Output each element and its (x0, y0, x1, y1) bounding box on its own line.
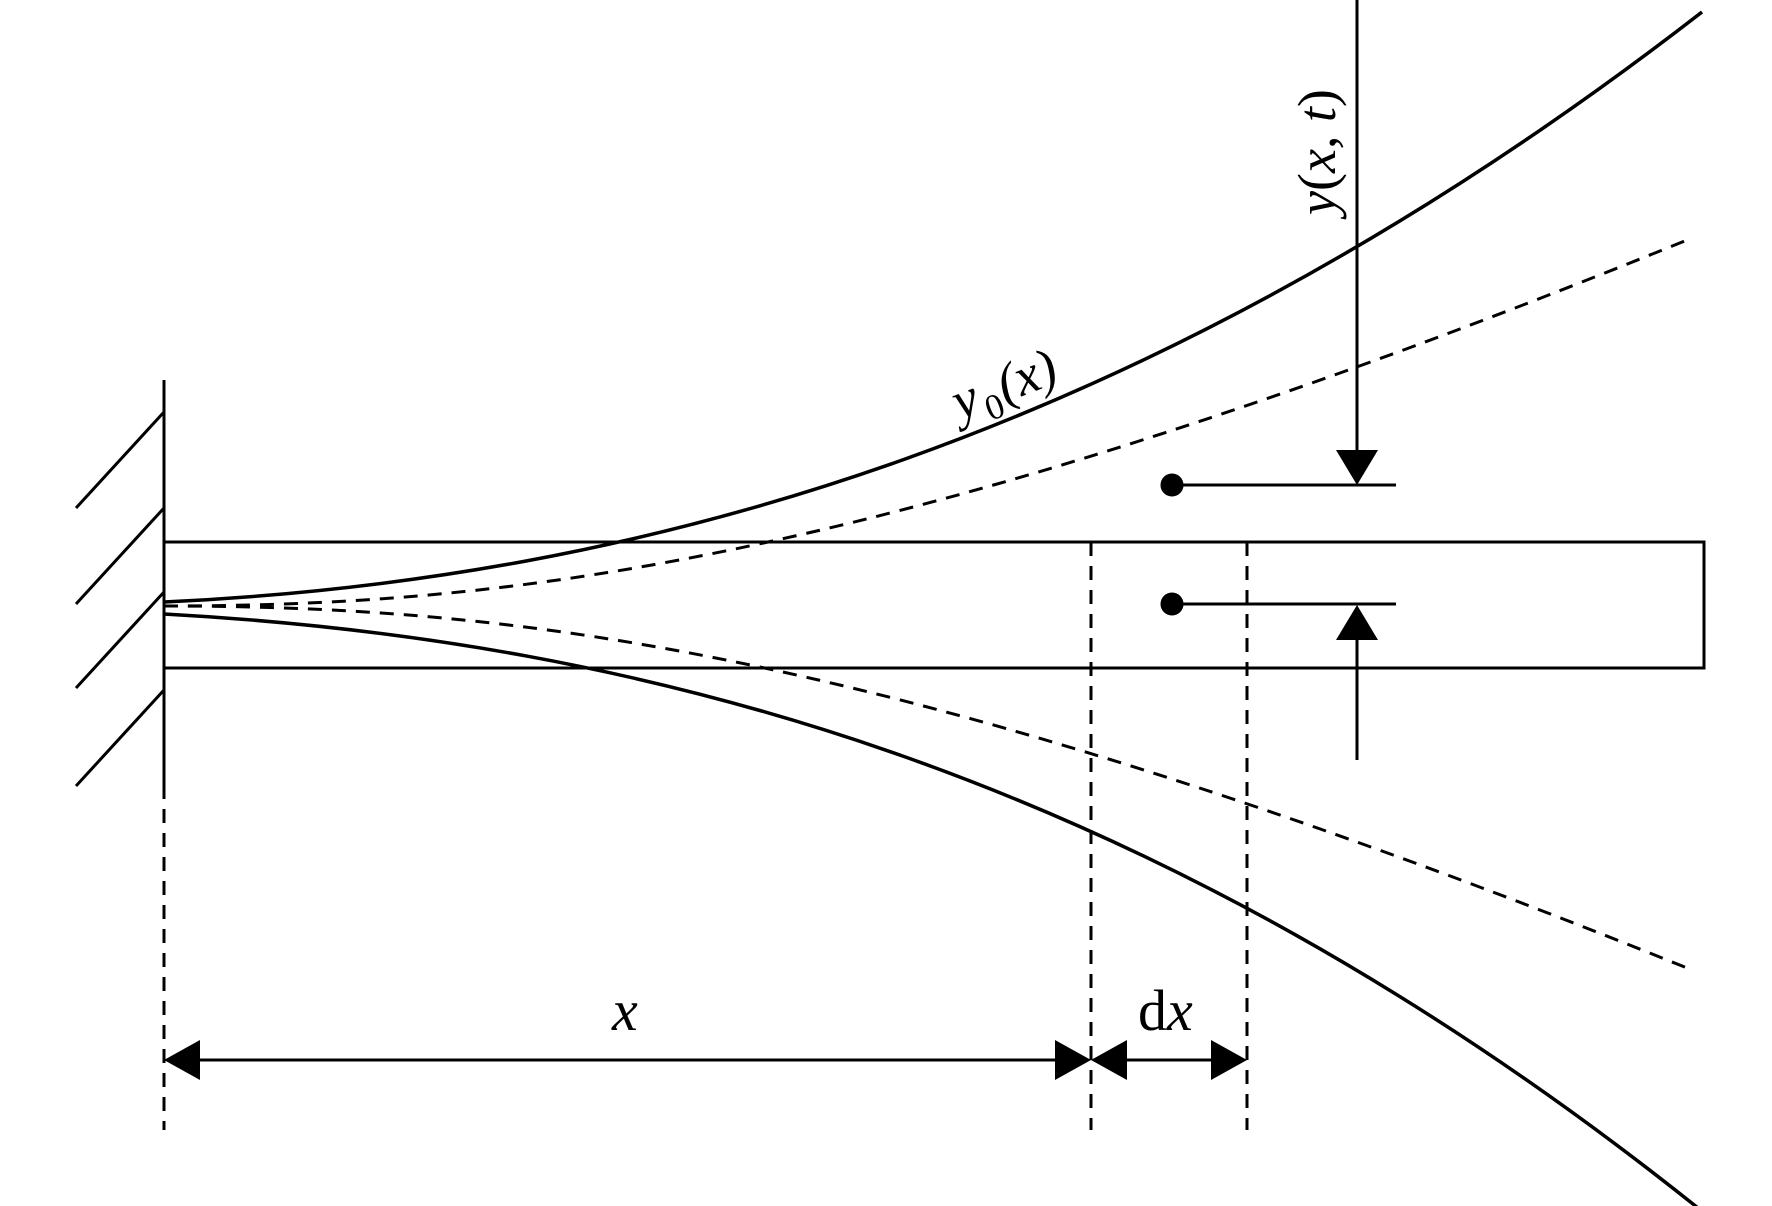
wall-hatch (74, 688, 166, 788)
fixed-support (74, 380, 166, 788)
deflection-label: y(x, t) (1287, 89, 1347, 220)
deflection-arrow-up (1336, 605, 1378, 640)
displacement-markers (1160, 473, 1396, 616)
position-arrow-left (164, 1040, 200, 1080)
reference-lines (162, 542, 1249, 1130)
element-label-x: x (1166, 978, 1193, 1043)
position-label: x (611, 978, 638, 1043)
position-arrow-right (1055, 1040, 1091, 1080)
deflection-label-close: ) (1287, 89, 1347, 107)
amplitude-envelope (163, 10, 1704, 1206)
deflection-curves (163, 236, 1693, 972)
wall-hatch (74, 506, 166, 606)
envelope-label: y 0 (x) (938, 337, 1065, 433)
envelope-upper (163, 10, 1704, 604)
deflection-label-open: ( (1287, 173, 1347, 191)
element-label: dx (1138, 978, 1193, 1043)
element-arrow-left (1091, 1040, 1127, 1080)
beam (162, 540, 1706, 670)
wall-hatch (74, 590, 166, 690)
deflection-lower (163, 604, 1693, 972)
element-dimension (1091, 1040, 1247, 1080)
envelope-label-base: y (938, 367, 987, 433)
envelope-lower (163, 612, 1699, 1206)
element-label-d: d (1138, 978, 1167, 1043)
element-arrow-right (1211, 1040, 1247, 1080)
deflection-label-var: y (1287, 191, 1347, 220)
deflection-label-text: y(x, t) (1287, 89, 1347, 220)
deflection-label-args: x, t (1287, 105, 1347, 174)
position-dimension (164, 1040, 1091, 1080)
deflection-arrow-down (1336, 450, 1378, 485)
wall-hatch (74, 410, 166, 510)
deflection-upper (163, 236, 1693, 608)
deflection-dimension (1336, 0, 1378, 760)
